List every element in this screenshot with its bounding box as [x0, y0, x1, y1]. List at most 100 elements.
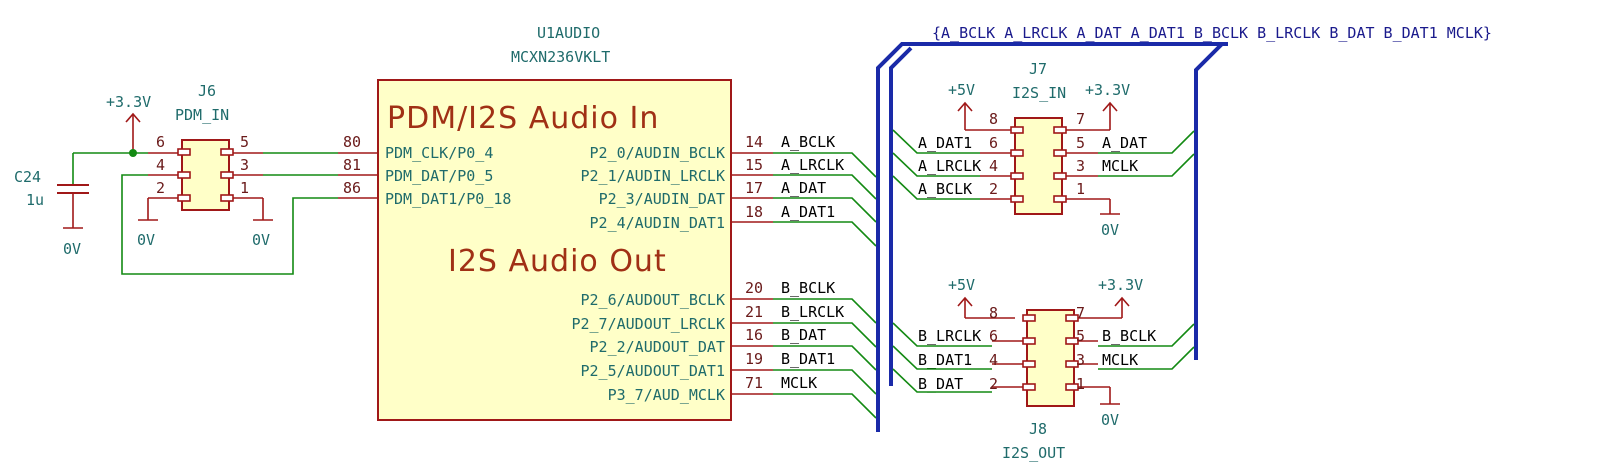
- j7-pin-number: 6: [989, 134, 998, 152]
- connector-j6[interactable]: J6 PDM_IN +3.3V 6 5 4 3 2 1 0V 0V: [106, 82, 273, 249]
- j8-pin-number: 5: [1076, 327, 1085, 345]
- bus-entry: [773, 369, 877, 395]
- net-label: A_DAT: [781, 179, 826, 197]
- wire-j8: [892, 322, 992, 347]
- j6-wires: [73, 152, 338, 275]
- j7-pin-number: 1: [1076, 180, 1085, 198]
- net-label: MCLK: [781, 374, 817, 392]
- bus-main: [876, 42, 1228, 432]
- capacitor-c24[interactable]: C24 1u 0V: [14, 153, 89, 258]
- j7-pin-pad: [1010, 149, 1024, 157]
- net-label: B_DAT1: [781, 350, 835, 368]
- u1-pin-label: P2_3/AUDIN_DAT: [599, 190, 725, 208]
- net-label: MCLK: [1102, 351, 1138, 369]
- connector-j8[interactable]: J8 I2S_OUT +5V +3.3V 8 7 6 5 4 3: [918, 276, 1156, 462]
- wire-j8: [1098, 346, 1195, 370]
- connector-j7[interactable]: J7 I2S_IN +5V +3.3V 8 7 6 5 4 3: [918, 60, 1147, 239]
- j8-pwr-right-arrow: [1114, 296, 1130, 307]
- j8-pin-number: 2: [989, 375, 998, 393]
- u1-pin-number: 21: [745, 303, 763, 321]
- j8-pin-pad: [1065, 314, 1079, 322]
- wire-pdm-dat1: [121, 174, 338, 275]
- j8-pwr-right-label: +3.3V: [1098, 276, 1143, 294]
- bus-secondary: [889, 46, 913, 386]
- net-label: B_DAT: [781, 326, 826, 344]
- c24-value: 1u: [26, 191, 44, 209]
- u1-pin-label: P2_4/AUDIN_DAT1: [590, 214, 725, 232]
- ic-u1audio[interactable]: U1AUDIO MCXN236VKLT PDM/I2S Audio In I2S…: [338, 24, 844, 421]
- j8-ref: J8: [1029, 420, 1047, 438]
- j6-pin-pad: [177, 194, 191, 202]
- net-label: A_DAT1: [918, 134, 972, 152]
- u1-pin-label: PDM_DAT/P0_5: [385, 167, 493, 185]
- u1-pin-number: 19: [745, 350, 763, 368]
- u1-bus-entries: [773, 152, 877, 419]
- bus-entry: [773, 393, 877, 419]
- wire-j7: [892, 175, 980, 200]
- j6-pin-number: 1: [240, 179, 249, 197]
- j6-pin-number: 3: [240, 156, 249, 174]
- bus-entry: [773, 221, 877, 247]
- u1-pin-label: PDM_CLK/P0_4: [385, 144, 493, 162]
- j6-gnd-right-label: 0V: [252, 231, 270, 249]
- j8-pwr-left-arrow: [957, 296, 973, 307]
- j8-wires: [892, 322, 1195, 393]
- u1-pin-label: P2_6/AUDOUT_BCLK: [581, 291, 726, 309]
- u1-pin-label: P2_5/AUDOUT_DAT1: [581, 362, 726, 380]
- u1-pin-number: 16: [745, 326, 763, 344]
- j7-pin-number: 3: [1076, 157, 1085, 175]
- bus-label: {A_BCLK A_LRCLK A_DAT A_DAT1 B_BCLK B_LR…: [932, 24, 1492, 42]
- j7-pin-pad: [1053, 195, 1067, 203]
- u1-body: [377, 79, 732, 421]
- wire-j7: [1098, 130, 1195, 154]
- j8-pin-number: 6: [989, 327, 998, 345]
- wire-j7: [892, 152, 980, 177]
- u1-pin-label: P2_2/AUDOUT_DAT: [590, 338, 725, 356]
- u1-part: MCXN236VKLT: [511, 48, 610, 66]
- net-label: B_LRCLK: [918, 327, 981, 345]
- j8-name: I2S_OUT: [1002, 444, 1065, 462]
- j7-pwr-right-label: +3.3V: [1085, 81, 1130, 99]
- j7-pin-pad: [1010, 172, 1024, 180]
- bus-entry: [773, 174, 877, 200]
- net-label: B_BCLK: [1102, 327, 1156, 345]
- j7-name: I2S_IN: [1012, 84, 1066, 102]
- j7-pin-number: 2: [989, 180, 998, 198]
- u1-pin-label: P3_7/AUD_MCLK: [608, 386, 725, 404]
- j7-pin-number: 8: [989, 110, 998, 128]
- signal-bus[interactable]: {A_BCLK A_LRCLK A_DAT A_DAT1 B_BCLK B_LR…: [876, 24, 1492, 432]
- j7-pwr-left-arrow: [957, 101, 973, 112]
- net-label: A_LRCLK: [918, 157, 981, 175]
- j7-pin-number: 5: [1076, 134, 1085, 152]
- j8-pin-number: 4: [989, 351, 998, 369]
- j8-gnd-label: 0V: [1101, 411, 1119, 429]
- j6-pin-number: 4: [156, 156, 165, 174]
- j6-power-label: +3.3V: [106, 93, 151, 111]
- j6-pin-pad: [220, 194, 234, 202]
- c24-gnd-label: 0V: [63, 240, 81, 258]
- j7-pin-pad: [1010, 195, 1024, 203]
- j8-body: [1026, 309, 1075, 407]
- j6-pin-pad: [220, 171, 234, 179]
- u1-pin-number: 81: [343, 156, 361, 174]
- j8-pin-number: 7: [1076, 304, 1085, 322]
- j6-pin-number: 2: [156, 179, 165, 197]
- u1-pin-label: P2_7/AUDOUT_LRCLK: [571, 315, 725, 333]
- wire-j8: [892, 368, 992, 393]
- wire-j8: [892, 345, 992, 370]
- u1-pin-number: 80: [343, 133, 361, 151]
- j6-pin-number: 6: [156, 133, 165, 151]
- u1-pin-number: 18: [745, 203, 763, 221]
- j7-pwr-left-label: +5V: [948, 81, 975, 99]
- net-label: B_BCLK: [781, 279, 835, 297]
- bus-entry: [773, 298, 877, 324]
- j6-pin-pad: [177, 171, 191, 179]
- wire-j7: [1098, 153, 1195, 177]
- net-label: A_BCLK: [918, 180, 972, 198]
- j7-pin-pad: [1010, 126, 1024, 134]
- j7-pin-pad: [1053, 126, 1067, 134]
- j6-gnd-left-label: 0V: [137, 231, 155, 249]
- u1-ref: U1AUDIO: [537, 24, 600, 42]
- u1-title-out: I2S Audio Out: [448, 244, 667, 279]
